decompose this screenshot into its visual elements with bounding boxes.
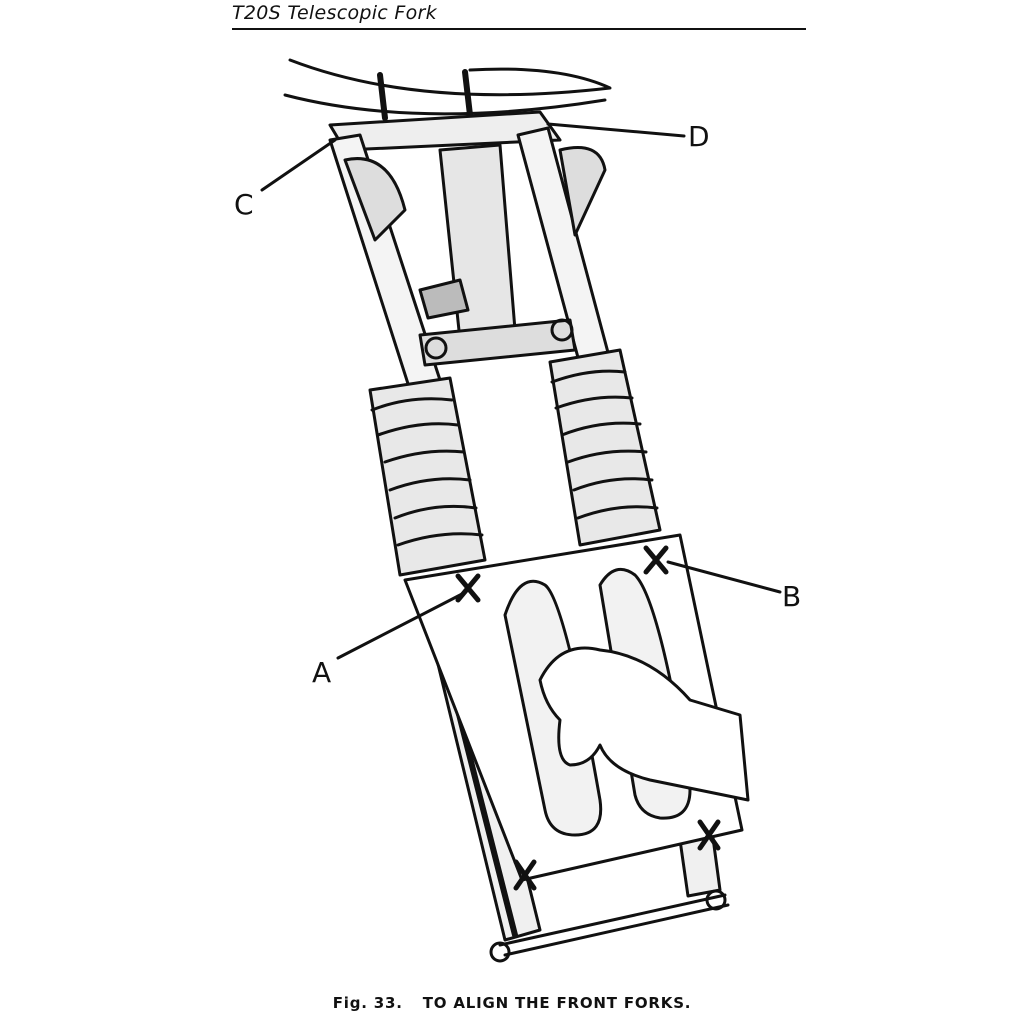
- leader-a: [336, 592, 464, 660]
- leader-d: [546, 122, 686, 138]
- leader-c: [260, 138, 337, 192]
- wheel-spindle: [498, 893, 730, 957]
- label-d: D: [688, 120, 710, 153]
- label-b: B: [782, 580, 801, 613]
- figure-caption-text: TO ALIGN THE FRONT FORKS.: [422, 994, 692, 1012]
- label-c: C: [234, 188, 254, 221]
- hand: [538, 646, 750, 802]
- fuel-tank-outline: [288, 58, 612, 97]
- leader-b: [666, 560, 782, 594]
- figure-number: Fig. 33.: [332, 994, 403, 1012]
- header-rule: [232, 28, 806, 30]
- figure-caption: Fig. 33. TO ALIGN THE FRONT FORKS.: [0, 994, 1024, 1012]
- right-gaiter: [548, 348, 662, 547]
- lower-yoke: [418, 318, 577, 367]
- label-a: A: [312, 656, 331, 689]
- left-gaiter: [368, 376, 487, 577]
- page-header-title: T20S Telescopic Fork: [232, 2, 437, 24]
